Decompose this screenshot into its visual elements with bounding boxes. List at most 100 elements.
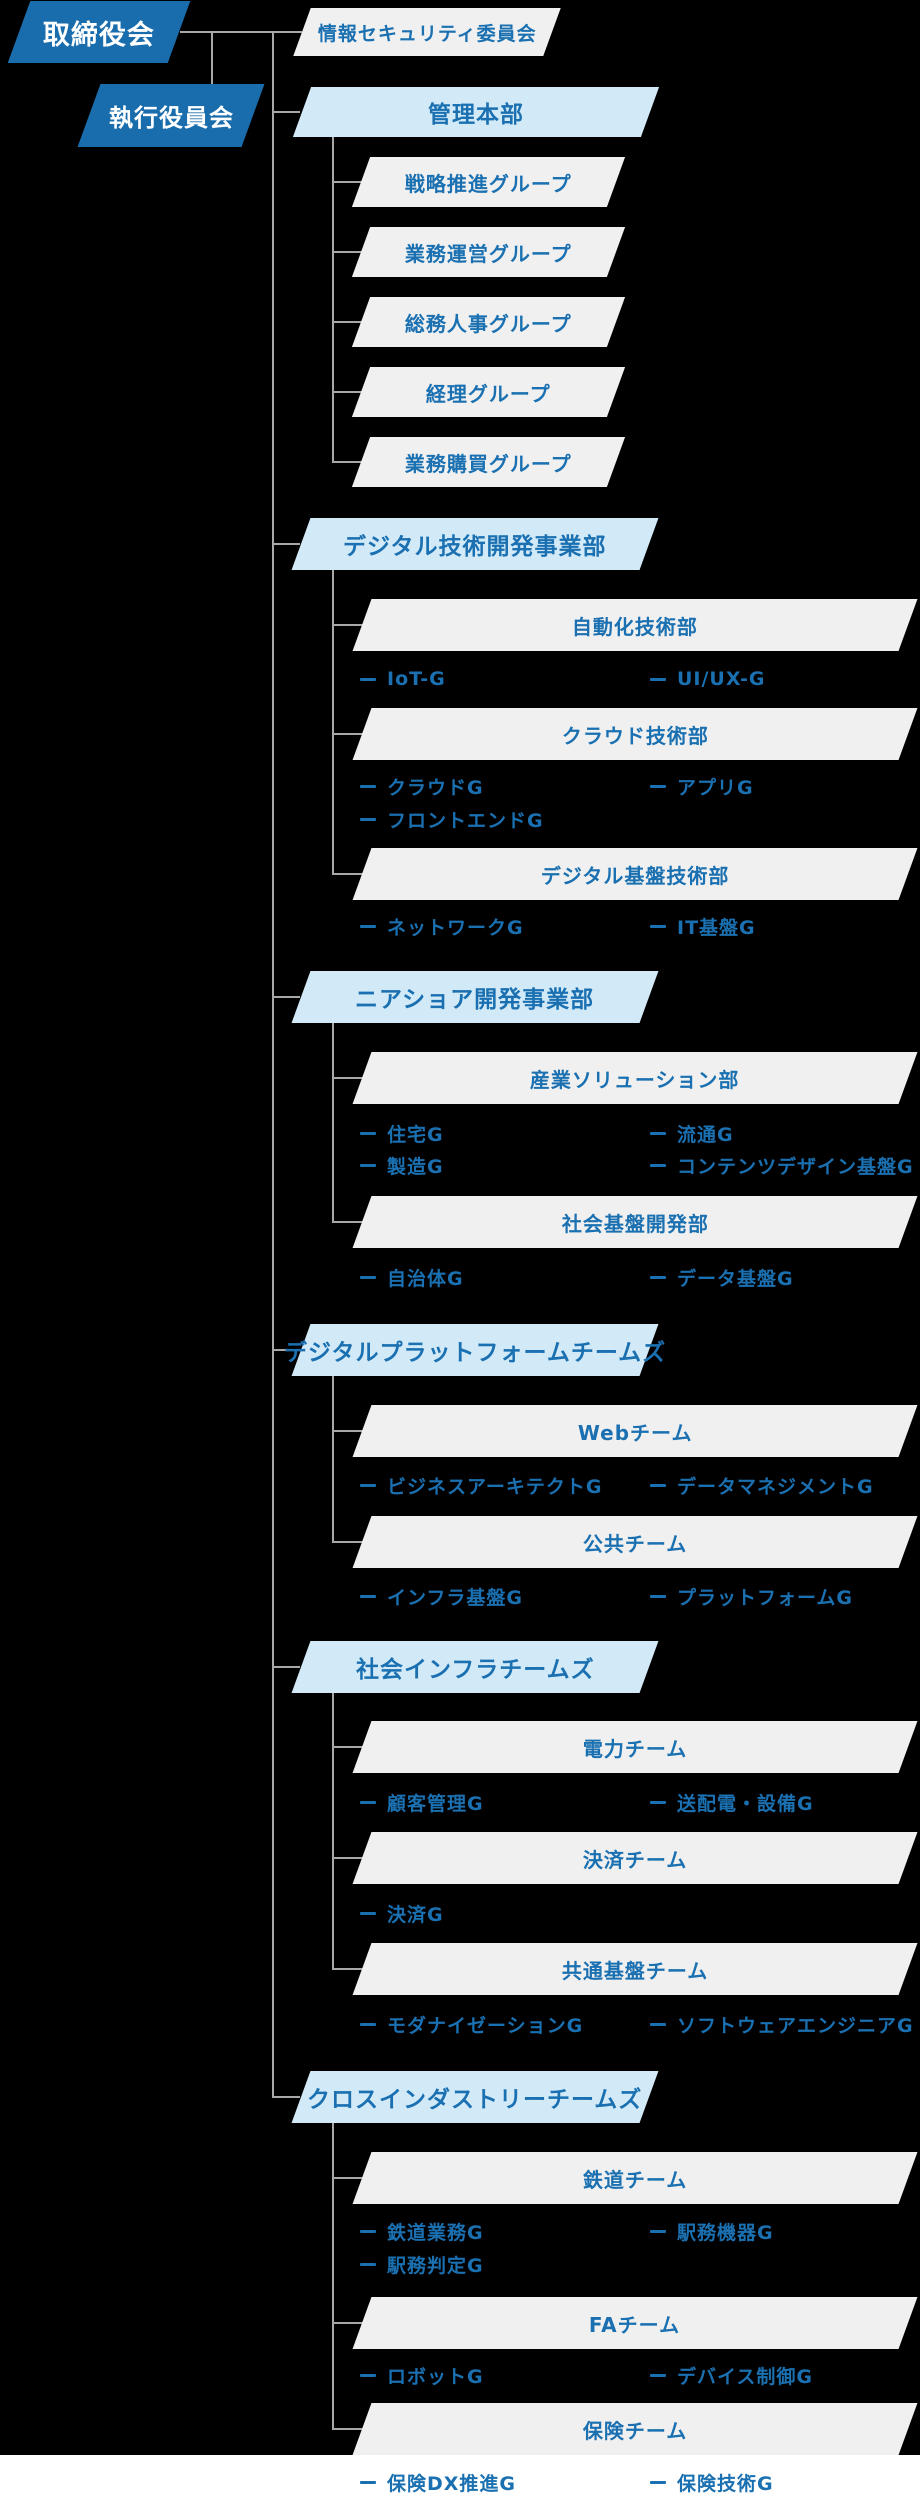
group-label: UI/UX-G (677, 668, 766, 690)
group-label: インフラ基盤G (387, 1586, 524, 1609)
dept-box-payment-team: 決済チーム (352, 1832, 918, 1884)
board-of-directors-box: 取締役会 (7, 1, 191, 63)
connector-line (332, 1430, 364, 1432)
group-label: 自治体G (387, 1267, 464, 1290)
connector-line (332, 2428, 364, 2430)
dash-icon (360, 1594, 376, 1598)
group-label: IoT-G (387, 668, 446, 690)
dash-icon (650, 1800, 666, 1804)
dash-icon (360, 817, 376, 821)
connector-line (272, 996, 300, 998)
group-row: UI/UX-G (650, 667, 765, 691)
connector-line (332, 391, 364, 393)
group-label: フロントエンドG (387, 809, 544, 832)
dept-label: 電力チーム (582, 1736, 688, 1761)
dash-icon (650, 2373, 666, 2377)
division-box-digital-platform: デジタルプラットフォームチームズ (284, 1324, 666, 1376)
group-label: 決済G (387, 1903, 444, 1926)
dept-box-common-platform-team: 共通基盤チーム (352, 1943, 918, 1995)
connector-line (332, 1221, 364, 1223)
division-box-social-infra: 社会インフラチームズ (291, 1641, 659, 1693)
page-background-strip (0, 2455, 920, 2499)
dash-icon (360, 2262, 376, 2266)
group-row: モダナイゼーションG (360, 2012, 583, 2037)
group-row: 流通G (650, 1121, 734, 1146)
security-committee-box: 情報セキュリティ委員会 (293, 8, 561, 56)
group-label: コンテンツデザイン基盤G (677, 1155, 914, 1178)
connector-line (180, 31, 302, 33)
connector-line (332, 181, 364, 183)
group-row: データマネジメントG (650, 1473, 874, 1498)
dash-icon (360, 924, 376, 928)
dash-icon (650, 784, 666, 788)
group-row: ビジネスアーキテクトG (360, 1473, 603, 1498)
group-label: ロボットG (387, 2365, 484, 2388)
connector-line (272, 111, 300, 113)
dept-label: 社会基盤開発部 (561, 1211, 709, 1236)
group-row: 自治体G (360, 1265, 464, 1290)
division-label: デジタルプラットフォームチームズ (283, 1340, 667, 1366)
admin-group-box: 経理グループ (351, 367, 626, 417)
dash-icon (650, 1275, 666, 1279)
group-row: フロントエンドG (360, 807, 544, 832)
division-label: クロスインダストリーチームズ (307, 2087, 643, 2113)
dash-icon (360, 1483, 376, 1487)
group-label: 駅務機器G (677, 2221, 774, 2244)
group-row: IoT-G (360, 667, 446, 691)
connector-line (332, 1541, 364, 1543)
connector-line (332, 570, 334, 875)
dash-icon (650, 2229, 666, 2233)
group-label: アプリG (677, 776, 754, 799)
dept-label: 自動化技術部 (572, 614, 698, 639)
admin-group-label: 業務購買グループ (405, 451, 572, 476)
group-row: 決済G (360, 1901, 444, 1926)
group-label: 住宅G (387, 1123, 444, 1146)
dash-icon (360, 2373, 376, 2377)
group-label: 送配電・設備G (677, 1792, 814, 1815)
connector-line (332, 1693, 334, 1970)
group-label: プラットフォームG (677, 1586, 854, 1609)
connector-line (332, 733, 364, 735)
admin-group-box: 業務運営グループ (351, 227, 626, 277)
admin-group-box: 戦略推進グループ (351, 157, 626, 207)
connector-trunk-line (272, 31, 274, 2098)
group-row: データ基盤G (650, 1265, 794, 1290)
group-label: 鉄道業務G (387, 2221, 484, 2244)
admin-group-label: 経理グループ (426, 381, 551, 406)
group-row: 保険DX推進G (360, 2470, 517, 2495)
dept-box-public-team: 公共チーム (352, 1516, 918, 1568)
connector-line (332, 1746, 364, 1748)
connector-line (332, 2322, 364, 2324)
group-label: デバイス制御G (677, 2365, 814, 2388)
group-label: ビジネスアーキテクトG (387, 1475, 603, 1498)
dept-box-railway-team: 鉄道チーム (352, 2152, 918, 2204)
dash-icon (360, 1911, 376, 1915)
connector-line (332, 461, 364, 463)
dept-box-fa-team: FAチーム (352, 2297, 918, 2349)
dash-icon (360, 2229, 376, 2233)
group-row: 住宅G (360, 1121, 444, 1146)
admin-group-box: 業務購買グループ (351, 437, 626, 487)
group-label: ソフトウェアエンジニアG (677, 2014, 914, 2037)
admin-group-box: 総務人事グループ (351, 297, 626, 347)
dept-label: デジタル基盤技術部 (540, 863, 730, 888)
dash-icon (360, 1131, 376, 1135)
connector-line (332, 2177, 364, 2179)
dash-icon (650, 677, 666, 681)
connector-line (332, 1023, 334, 1223)
group-row: 駅務判定G (360, 2252, 484, 2277)
connector-line (332, 1077, 364, 1079)
group-row: 顧客管理G (360, 1790, 484, 1815)
connector-line (332, 873, 364, 875)
division-box-digital-tech: デジタル技術開発事業部 (291, 518, 659, 570)
dash-icon (650, 2480, 666, 2484)
group-row: コンテンツデザイン基盤G (650, 1153, 914, 1178)
dept-label: Webチーム (577, 1420, 693, 1445)
group-label: 保険DX推進G (387, 2472, 517, 2495)
dash-icon (360, 784, 376, 788)
dash-icon (650, 1163, 666, 1167)
executive-officers-box: 執行役員会 (77, 84, 265, 147)
group-row: 保険技術G (650, 2470, 774, 2495)
group-row: デバイス制御G (650, 2363, 814, 2388)
dash-icon (360, 2022, 376, 2026)
